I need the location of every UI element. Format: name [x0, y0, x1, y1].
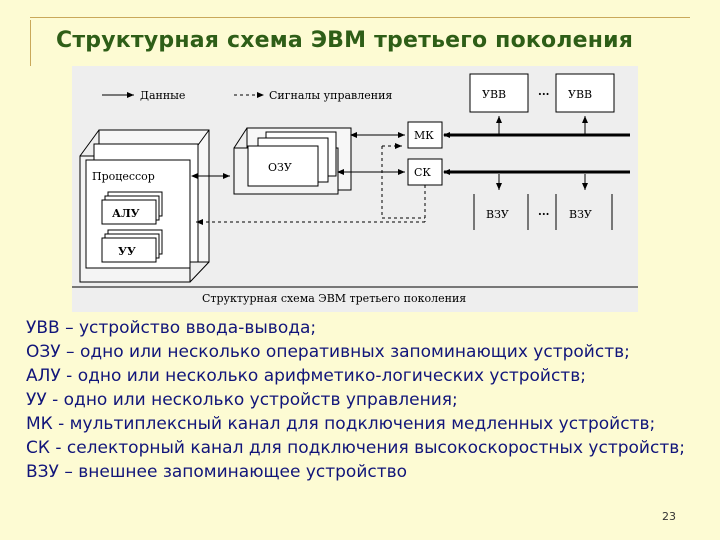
definition-item: УВВ – устройство ввода-вывода;: [26, 318, 317, 338]
alu-stack: [101, 191, 163, 225]
io-box-2: [555, 73, 615, 113]
ext-label-1: ВЗУ: [486, 208, 509, 221]
diagram-caption: Структурная схема ЭВМ третьего поколения: [202, 292, 466, 305]
page-number: 23: [662, 510, 676, 523]
diagram-svg: Данные Сигналы управления Процессор АЛУ: [72, 73, 638, 305]
legend: Данные Сигналы управления: [102, 89, 392, 102]
ext-dots: ···: [538, 208, 550, 221]
ram-stack: [233, 127, 352, 195]
io-box-1: [469, 73, 529, 113]
legend-control-label: Сигналы управления: [269, 89, 392, 102]
structure-diagram: Данные Сигналы управления Процессор АЛУ: [72, 66, 638, 312]
io-label-1: УВВ: [482, 88, 506, 101]
definition-item: АЛУ - одно или несколько арифметико-логи…: [26, 366, 586, 386]
definition-item: УУ - одно или несколько устройств управл…: [26, 390, 458, 410]
control-lines: [196, 143, 426, 225]
legend-data-label: Данные: [140, 89, 185, 102]
definition-item: ВЗУ – внешнее запоминающее устройство: [26, 462, 408, 482]
definition-item: СК - селекторный канал для подключения в…: [26, 438, 685, 458]
mk-label: МК: [414, 129, 434, 142]
ext-storage: [473, 194, 613, 230]
definitions-list: УВВ – устройство ввода-вывода; ОЗУ – одн…: [26, 316, 706, 484]
top-rule: [30, 17, 690, 18]
sk-label: СК: [414, 166, 431, 179]
definition-item: ОЗУ – одно или несколько оперативных зап…: [26, 342, 630, 362]
ram-label: ОЗУ: [268, 161, 292, 174]
alu-label: АЛУ: [112, 207, 140, 220]
io-label-2: УВВ: [568, 88, 592, 101]
left-rule: [30, 20, 31, 66]
ext-label-2: ВЗУ: [569, 208, 592, 221]
io-dots: ···: [538, 88, 550, 101]
slide-title: Структурная схема ЭВМ третьего поколения: [56, 28, 634, 53]
definition-item: МК - мультиплексный канал для подключени…: [26, 414, 656, 434]
mk-box: [407, 121, 443, 149]
cu-stack: [101, 229, 163, 263]
processor-label: Процессор: [92, 170, 155, 183]
cu-label: УУ: [118, 245, 136, 258]
